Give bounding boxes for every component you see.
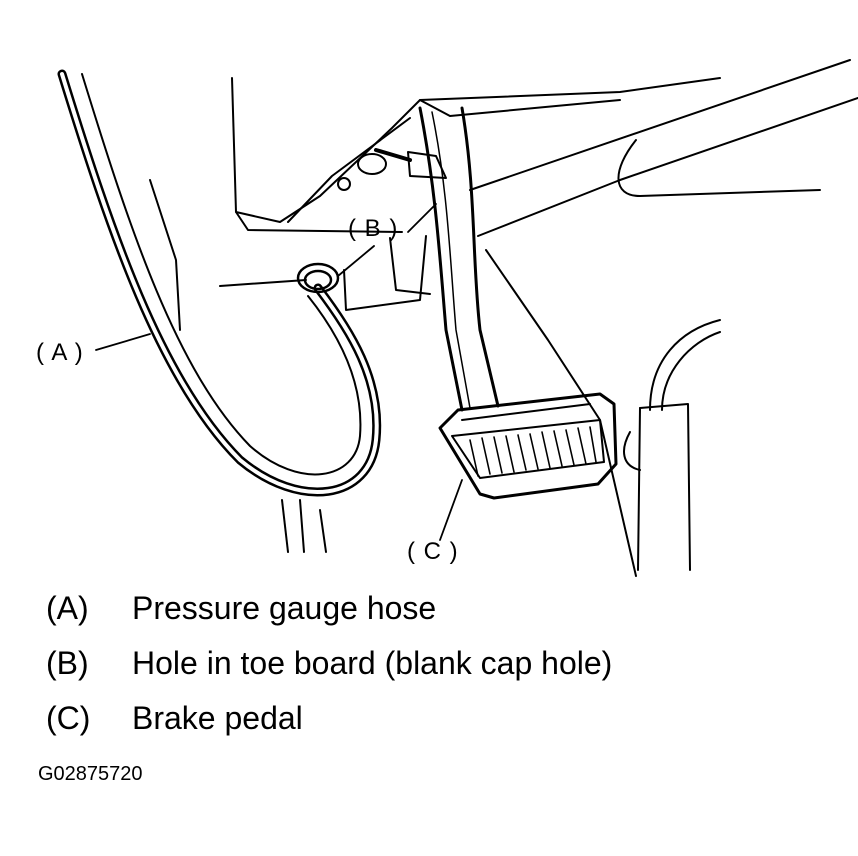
legend-key: (C) [46,700,91,736]
legend-row-c: (C) Brake pedal [46,698,806,753]
legend-key: (A) [46,590,89,626]
blank-cap-hole [296,262,340,294]
leader-c [439,479,463,541]
leader-a [95,333,151,351]
legend-row-b: (B) Hole in toe board (blank cap hole) [46,643,806,698]
legend-description: Pressure gauge hose [132,590,437,626]
line-drawing [57,59,858,577]
leader-b-2 [407,203,437,233]
toe-board [149,59,858,577]
legend: (A) Pressure gauge hose (B) Hole in toe … [46,588,806,753]
figure-id: G02875720 [38,763,143,785]
brake-pedal-illustration: ( A ) ( B ) ( C ) [36,59,858,577]
callout-b: ( B ) [348,215,399,242]
callout-c: ( C ) [407,538,459,565]
brake-pedal-pad [438,392,618,500]
cabin-side-panel [617,139,821,571]
legend-description: Hole in toe board (blank cap hole) [132,645,613,681]
leader-b [337,245,375,277]
callout-a: ( A ) [36,339,84,366]
legend-row-a: (A) Pressure gauge hose [46,588,806,643]
pressure-gauge-hose [57,69,382,497]
legend-key: (B) [46,645,89,681]
brake-pedal-arm [337,106,500,412]
leader-lines [95,203,463,541]
legend-description: Brake pedal [132,700,303,736]
